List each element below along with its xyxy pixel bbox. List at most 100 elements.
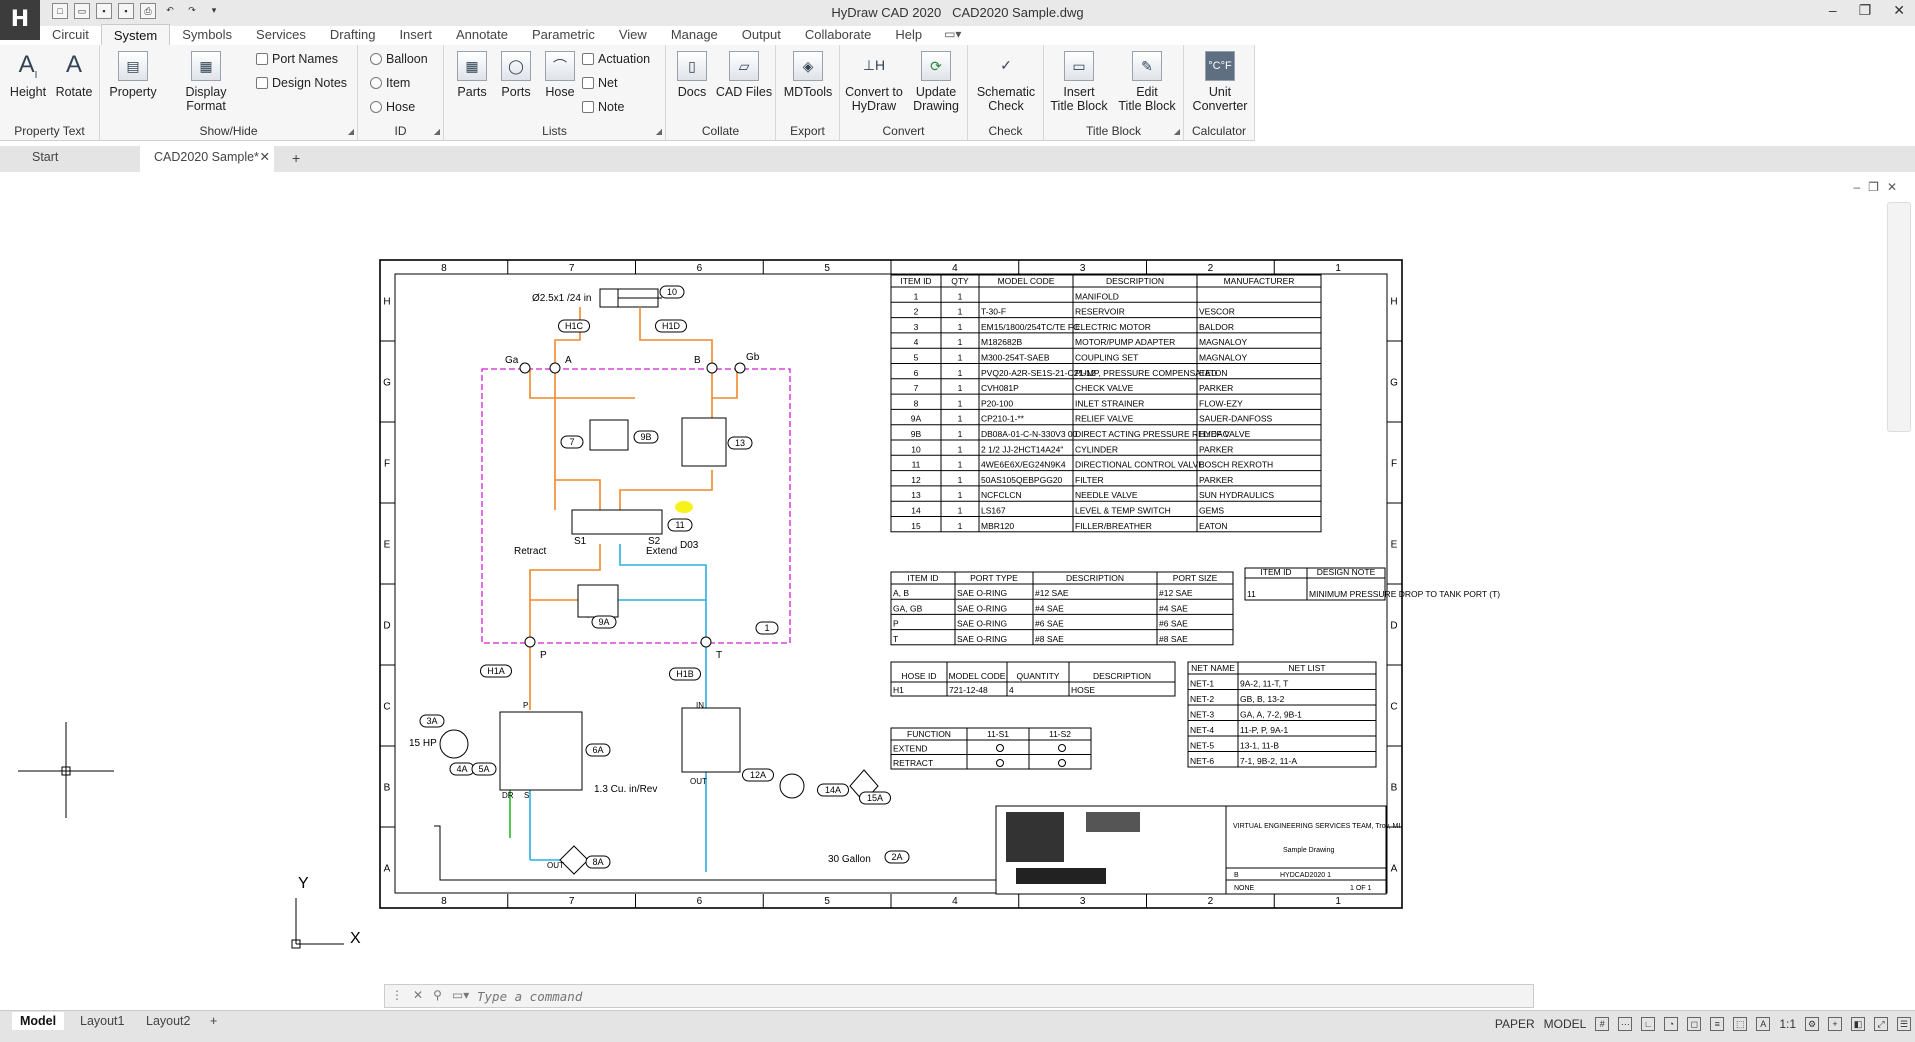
dialog-launcher-icon[interactable]: ◢: [1173, 127, 1180, 136]
port-names-button[interactable]: Port Names: [256, 52, 338, 66]
tab-circuit[interactable]: Circuit: [52, 27, 89, 42]
table-cell: ELECTRIC MOTOR: [1075, 322, 1151, 332]
tab-collaborate[interactable]: Collaborate: [804, 27, 872, 42]
balloon-shape: [742, 768, 774, 782]
drawing-close-icon[interactable]: ✕: [1886, 180, 1897, 194]
save-icon[interactable]: ▪: [96, 3, 112, 19]
item-icon: [370, 77, 382, 89]
layout-tab-model[interactable]: Model: [12, 1012, 65, 1030]
navigation-bar[interactable]: [1887, 202, 1911, 432]
grid-icon[interactable]: #: [1595, 1017, 1610, 1031]
actuation-button[interactable]: Actuation: [582, 52, 650, 66]
balloon-shape: [591, 615, 617, 629]
tab-help[interactable]: Help: [895, 27, 923, 42]
label-displacement: 1.3 Cu. in/Rev: [594, 784, 657, 795]
design-notes-button[interactable]: Design Notes: [256, 76, 347, 90]
polar-icon[interactable]: ◔: [1664, 1017, 1679, 1031]
group-label: Check: [988, 124, 1023, 138]
tab-cad2020-sample[interactable]: CAD2020 Sample*✕: [140, 146, 274, 172]
hose-id-button[interactable]: Hose: [370, 100, 415, 114]
balloon-button[interactable]: Balloon: [370, 52, 428, 66]
tab-start[interactable]: Start: [32, 150, 59, 164]
command-input[interactable]: [475, 987, 1375, 1005]
tab-manage[interactable]: Manage: [670, 27, 718, 42]
mdtools-button[interactable]: ◈MDTools: [782, 51, 834, 99]
layout-tab-layout2[interactable]: Layout2: [146, 1014, 191, 1028]
table-header-cell: 11-S1: [987, 729, 1009, 739]
app-logo[interactable]: H: [0, 0, 40, 40]
parts-button[interactable]: ▦Parts: [450, 51, 494, 99]
new-file-icon[interactable]: □: [52, 3, 68, 19]
restore-icon[interactable]: ❐: [1858, 2, 1872, 18]
layout-tab-layout1[interactable]: Layout1: [80, 1014, 125, 1028]
menu-icon[interactable]: ☰: [1897, 1017, 1911, 1031]
crosshair-cursor: [18, 722, 114, 818]
ports-button[interactable]: ◯Ports: [494, 51, 538, 99]
zone-row-label: C: [383, 702, 390, 713]
add-layout-icon[interactable]: +: [210, 1014, 218, 1028]
dialog-launcher-icon[interactable]: ◢: [433, 127, 440, 136]
isolate-icon[interactable]: ◧: [1851, 1017, 1865, 1031]
display-format-button[interactable]: ▦Display Format: [164, 51, 248, 113]
tab-drafting[interactable]: Drafting: [329, 27, 376, 42]
ortho-icon[interactable]: ∟: [1641, 1017, 1656, 1031]
tab-insert[interactable]: Insert: [399, 27, 432, 42]
new-tab-icon[interactable]: +: [292, 150, 301, 166]
lineweight-icon[interactable]: ≡: [1710, 1017, 1725, 1031]
note-button[interactable]: Note: [582, 100, 624, 114]
docs-button[interactable]: ▯Docs: [670, 51, 714, 99]
open-file-icon[interactable]: ▭: [74, 3, 90, 19]
annotation-scale[interactable]: 1:1: [1779, 1017, 1796, 1031]
customize-qat-icon[interactable]: ▾: [211, 5, 217, 15]
redo-icon[interactable]: ↷: [188, 5, 196, 15]
customize-icon[interactable]: ⚲: [433, 988, 442, 1002]
tab-output[interactable]: Output: [741, 27, 781, 42]
model-toggle[interactable]: MODEL: [1543, 1017, 1587, 1031]
save-as-icon[interactable]: ▪: [118, 3, 134, 19]
property-button[interactable]: ▤Property: [108, 51, 158, 99]
recent-commands-icon[interactable]: ▭▾: [451, 988, 470, 1002]
osnap-icon[interactable]: ◻: [1687, 1017, 1702, 1031]
tab-parametric[interactable]: Parametric: [532, 27, 595, 42]
close-icon[interactable]: ✕: [1893, 2, 1905, 18]
ribbon-options-icon[interactable]: ▭▾: [944, 27, 962, 41]
hose-list-button[interactable]: ⌒Hose: [538, 51, 582, 99]
paper-toggle[interactable]: PAPER: [1494, 1017, 1535, 1031]
table-cell: SAE O-RING: [957, 588, 1007, 598]
tab-services[interactable]: Services: [256, 27, 306, 42]
tab-symbols[interactable]: Symbols: [182, 27, 233, 42]
print-icon[interactable]: ⎙: [140, 3, 156, 19]
close-command-icon[interactable]: ✕: [413, 988, 424, 1002]
dialog-launcher-icon[interactable]: ◢: [655, 127, 662, 136]
port-markers: [519, 362, 746, 648]
grip-icon[interactable]: ⋮: [391, 988, 403, 1002]
selection-icon[interactable]: ⬚: [1733, 1017, 1748, 1031]
net-button[interactable]: Net: [582, 76, 617, 90]
tab-annotate[interactable]: Annotate: [455, 27, 508, 42]
table-cell: 1: [958, 490, 963, 500]
settings-gear-icon[interactable]: ⚙: [1805, 1017, 1819, 1031]
item-button[interactable]: Item: [370, 76, 410, 90]
dialog-launcher-icon[interactable]: ◢: [347, 127, 354, 136]
snap-icon[interactable]: ⋯: [1618, 1017, 1633, 1031]
cad-files-button[interactable]: ▱CAD Files: [714, 51, 774, 99]
fullscreen-icon[interactable]: ⤢: [1874, 1017, 1888, 1031]
tab-view[interactable]: View: [618, 27, 647, 42]
drawing-restore-icon[interactable]: ❐: [1868, 180, 1879, 194]
plus-icon[interactable]: +: [1828, 1017, 1842, 1031]
minimize-icon[interactable]: –: [1828, 2, 1837, 18]
drawing-minimize-icon[interactable]: –: [1853, 180, 1861, 194]
close-tab-icon[interactable]: ✕: [259, 150, 270, 164]
undo-icon[interactable]: ↶: [166, 5, 174, 15]
tab-system[interactable]: System: [100, 24, 171, 46]
annotation-icon[interactable]: A: [1756, 1017, 1771, 1031]
